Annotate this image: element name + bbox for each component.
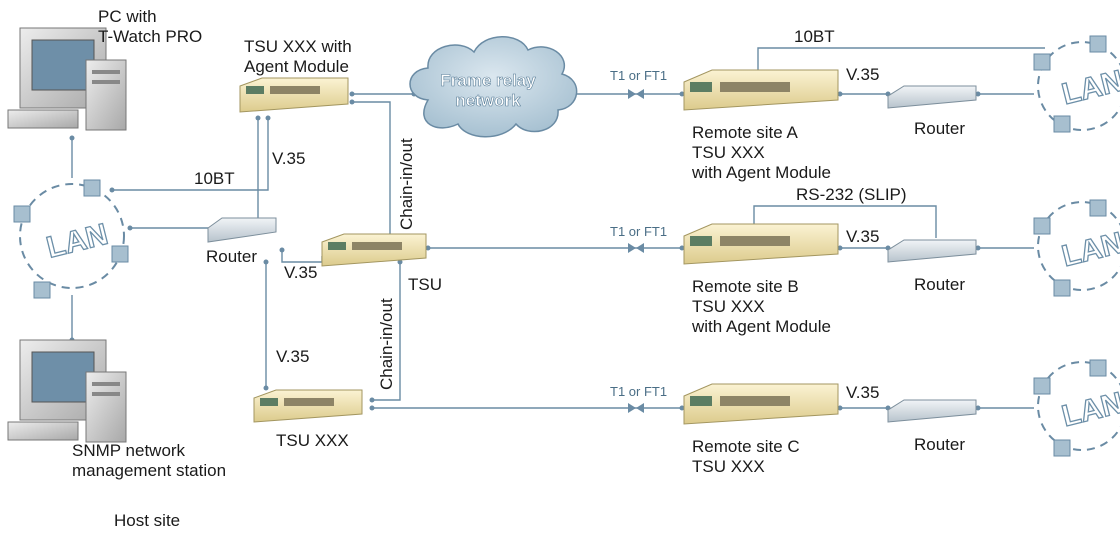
snmp-label-line2: management station: [72, 461, 226, 480]
chain-bottom-label: Chain-in/out: [377, 298, 396, 390]
tsu-device: [321, 233, 427, 267]
tsu-agent-label-line2: Agent Module: [244, 57, 349, 76]
wire-router-tsu: [281, 250, 323, 263]
v35-c-label: V.35: [846, 383, 879, 402]
site-b-tsu-device: [683, 223, 839, 265]
pc-label-line2: T-Watch PRO: [98, 27, 202, 46]
v35-b-label: V.35: [846, 227, 879, 246]
v35-mid-label: V.35: [284, 263, 317, 282]
cloud-label-line1: Frame relay: [440, 71, 536, 90]
wire-chain-top: [352, 101, 391, 238]
site-b-label-line3: with Agent Module: [691, 317, 831, 336]
site-c-label-line2: TSU XXX: [692, 457, 765, 476]
lan-host: LAN: [13, 179, 129, 299]
tsu-xxx-host-label: TSU XXX: [276, 431, 349, 450]
cloud-label-line2: network: [455, 91, 521, 110]
t1-b-label: T1 or FT1: [610, 224, 667, 239]
v35-a-label: V.35: [846, 65, 879, 84]
router-b-label: Router: [914, 275, 965, 294]
v35-top-label: V.35: [272, 149, 305, 168]
host-site-label: Host site: [114, 511, 180, 530]
tenbt-remote-label: 10BT: [794, 27, 835, 46]
site-b-label-line1: Remote site B: [692, 277, 799, 296]
wire-chain-bottom: [372, 262, 401, 401]
site-c-label-line1: Remote site C: [692, 437, 800, 456]
site-b-label-line2: TSU XXX: [692, 297, 765, 316]
site-a-tsu-device: [683, 69, 839, 111]
lan-label-c: LAN: [1059, 386, 1120, 433]
router-host-device: [207, 217, 277, 243]
pc-icon: [7, 27, 127, 131]
t1-markers: [628, 89, 644, 413]
tsu-label: TSU: [408, 275, 442, 294]
labels: PC with T-Watch PRO TSU XXX with Agent M…: [72, 7, 965, 530]
site-a-label-line2: TSU XXX: [692, 143, 765, 162]
site-a-label-line1: Remote site A: [692, 123, 798, 142]
snmp-label-line1: SNMP network: [72, 441, 186, 460]
wire-rs232: [753, 205, 937, 238]
rs232-label: RS-232 (SLIP): [796, 185, 907, 204]
lan-site-b: LAN: [1033, 199, 1120, 297]
snmp-station-icon: [7, 339, 127, 443]
pc-label-line1: PC with: [98, 7, 157, 26]
t1-marker-c: [628, 403, 644, 413]
tsu-agent-device: [239, 77, 349, 113]
router-c-label: Router: [914, 435, 965, 454]
site-a-label-line3: with Agent Module: [691, 163, 831, 182]
lan-site-a: LAN: [1033, 35, 1120, 133]
v35-low-label: V.35: [276, 347, 309, 366]
tsu-xxx-host-device: [253, 389, 363, 423]
lan-label-b: LAN: [1059, 226, 1120, 273]
lan-site-c: LAN: [1033, 359, 1120, 457]
frame-relay-cloud: Frame relay network: [409, 36, 578, 138]
t1-marker-b: [628, 243, 644, 253]
chain-top-label: Chain-in/out: [397, 138, 416, 230]
wire-10bt-host: [112, 118, 269, 191]
tenbt-host-label: 10BT: [194, 169, 235, 188]
lan-label-host: LAN: [43, 218, 111, 265]
wire-10bt-remote: [757, 47, 1045, 76]
router-c-device: [887, 399, 977, 423]
router-a-label: Router: [914, 119, 965, 138]
router-b-device: [887, 239, 977, 263]
site-c-tsu-device: [683, 383, 839, 425]
tsu-agent-label-line1: TSU XXX with: [244, 37, 352, 56]
t1-c-label: T1 or FT1: [610, 384, 667, 399]
router-a-device: [887, 85, 977, 109]
t1-a-label: T1 or FT1: [610, 68, 667, 83]
router-host-label: Router: [206, 247, 257, 266]
lan-label-a: LAN: [1059, 64, 1120, 111]
t1-marker-a: [628, 89, 644, 99]
